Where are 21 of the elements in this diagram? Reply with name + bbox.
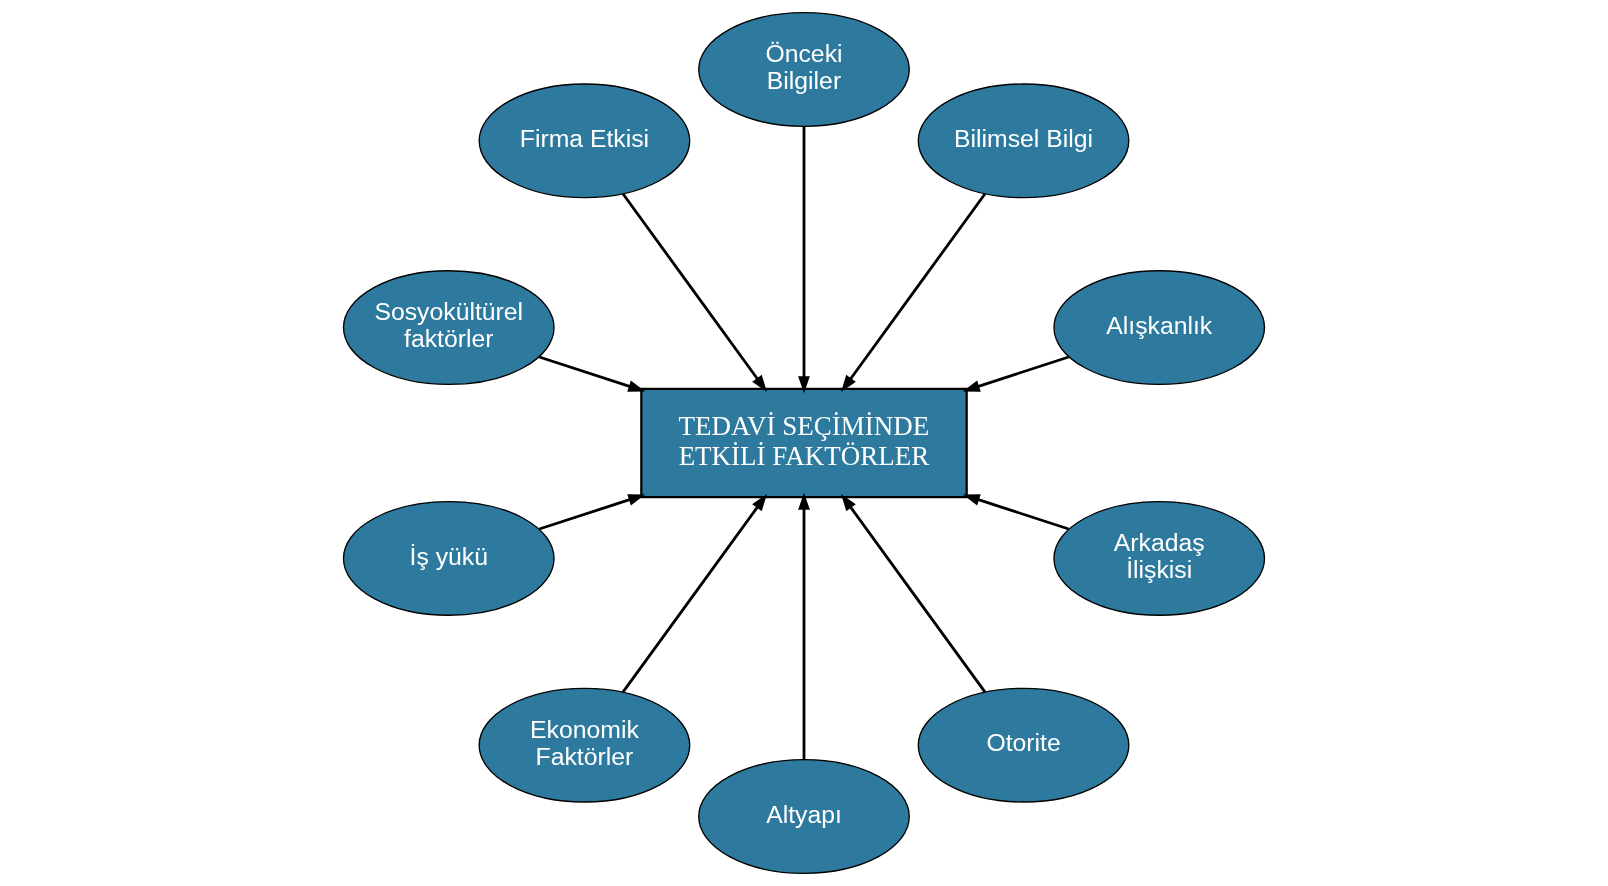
node-ellipse: Sosyokültürel faktörler — [342, 270, 555, 386]
arrow — [538, 355, 646, 392]
node-box: TEDAVİ SEÇİMİNDE ETKİLİ FAKTÖRLER — [640, 387, 968, 499]
arrow — [538, 494, 646, 531]
arrow — [621, 494, 767, 694]
node-ellipse: Arkadaş İlişkisi — [1053, 500, 1266, 616]
arrow — [841, 494, 987, 694]
arrow — [798, 126, 810, 394]
arrow — [621, 192, 767, 392]
node-ellipse: Bilimsel Bilgi — [917, 83, 1130, 199]
node-ellipse: Önceki Bilgiler — [698, 11, 910, 127]
arrow — [798, 492, 810, 760]
arrow — [962, 494, 1070, 531]
node-ellipse: Firma Etkisi — [478, 83, 691, 199]
node-ellipse: Altyapı — [698, 759, 910, 875]
arrow — [841, 192, 987, 392]
node-ellipse: Ekonomik Faktörler — [478, 687, 691, 803]
node-ellipse: Otorite — [917, 687, 1130, 803]
node-ellipse: İş yükü — [342, 500, 555, 616]
arrow — [962, 355, 1070, 392]
node-ellipse: Alışkanlık — [1053, 270, 1266, 386]
